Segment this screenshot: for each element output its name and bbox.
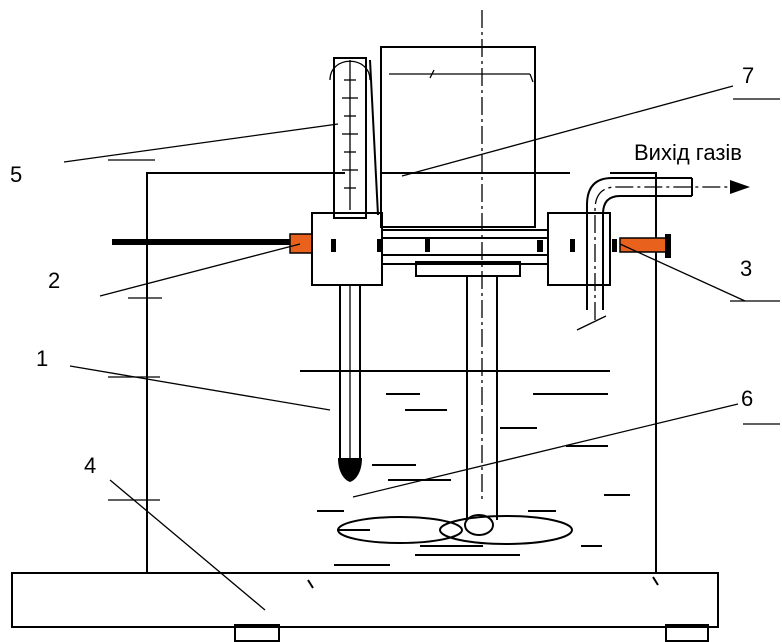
stirrer bbox=[337, 276, 573, 545]
labels: 5 7 Вихід газів 2 3 1 6 4 bbox=[10, 63, 754, 478]
label-1: 1 bbox=[36, 346, 48, 371]
label-gas-outlet: Вихід газів bbox=[634, 140, 742, 165]
left-holder bbox=[112, 212, 430, 286]
thermometer bbox=[329, 57, 379, 482]
clamp-bolt bbox=[537, 240, 543, 252]
left-screw bbox=[289, 233, 313, 254]
label-3: 3 bbox=[740, 256, 752, 281]
vessel bbox=[146, 172, 657, 573]
label-4: 4 bbox=[84, 453, 96, 478]
liquid-hatch bbox=[317, 393, 630, 566]
label-5: 5 bbox=[10, 162, 22, 187]
label-2: 2 bbox=[48, 268, 60, 293]
motor-housing bbox=[380, 46, 536, 228]
lid bbox=[381, 229, 549, 277]
right-screw bbox=[619, 237, 667, 253]
right-holder bbox=[547, 177, 750, 331]
label-7: 7 bbox=[742, 63, 754, 88]
base-platform bbox=[11, 572, 719, 642]
label-6: 6 bbox=[741, 386, 753, 411]
leader-lines bbox=[63, 85, 780, 611]
